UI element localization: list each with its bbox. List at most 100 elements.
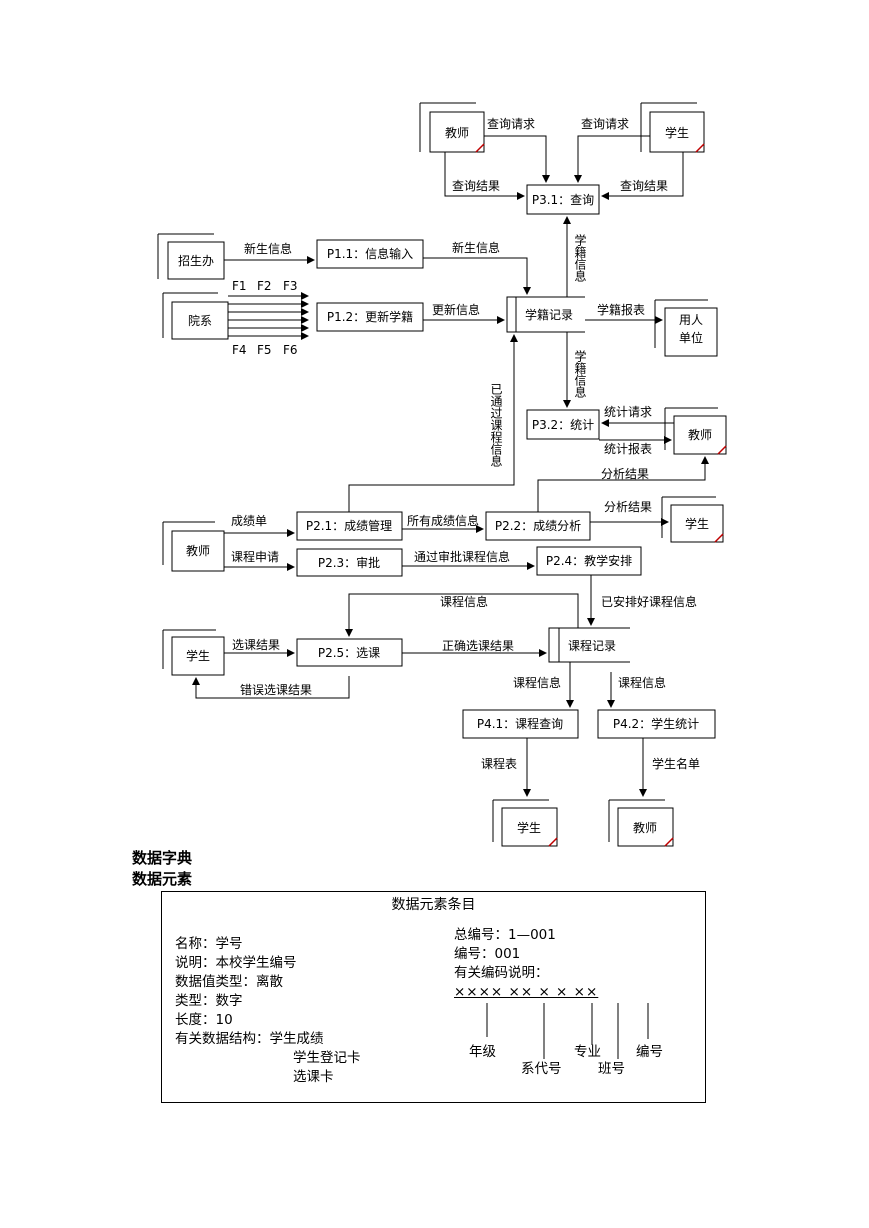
flow-label: 分析结果 — [604, 500, 652, 514]
entity-label: 学生 — [685, 516, 709, 531]
flow-query-request-teacher — [484, 135, 550, 183]
flow-label: 课程申请 — [231, 549, 279, 564]
process-label: P2.1：成绩管理 — [306, 518, 392, 533]
process-p4-1 — [462, 709, 579, 739]
f-label: F5 — [257, 343, 272, 357]
entity-label: 教师 — [688, 427, 712, 442]
flow-label: 查询结果 — [620, 179, 668, 193]
entity-label: 学生 — [186, 648, 210, 663]
entity-student-analysis — [661, 496, 724, 543]
code-pointer-lines — [486, 1003, 649, 1059]
entity-teacher-top — [419, 102, 485, 153]
process-label: P1.1：信息输入 — [327, 246, 413, 261]
flow-label: 新生信息 — [452, 240, 500, 255]
entry-related-structures: 有关数据结构：学生成绩 — [175, 1031, 324, 1047]
entry-type: 类型：数字 — [175, 993, 243, 1009]
flow-query-result-teacher — [444, 152, 525, 200]
process-label: P2.3：审批 — [318, 555, 380, 570]
flow-label: 更新信息 — [432, 302, 480, 317]
flow-label: 成绩单 — [231, 514, 267, 528]
entity-label: 教师 — [186, 543, 210, 558]
flow-label: 学籍报表 — [597, 302, 645, 317]
entity-employer — [654, 299, 718, 357]
process-label: P3.2：统计 — [532, 418, 594, 432]
flow-label: 正确选课结果 — [442, 639, 514, 653]
process-p3-2 — [526, 409, 600, 440]
entry-total-number: 总编号：1—001 — [454, 927, 556, 943]
process-p4-2 — [597, 709, 716, 739]
heading-data-dictionary: 数据字典 — [132, 849, 193, 867]
entry-code-pattern: ×××× ×× × × ×× — [454, 984, 599, 1000]
process-label: P1.2：更新学籍 — [327, 309, 413, 324]
flow-label: 课程表 — [481, 756, 517, 771]
process-label: P4.2：学生统计 — [613, 716, 699, 731]
code-part-dept-code: 系代号 — [521, 1061, 562, 1077]
flow-label: 已安排好课程信息 — [601, 594, 697, 609]
flow-label: 分析结果 — [601, 467, 649, 481]
entry-value-type: 数据值类型：离散 — [175, 974, 283, 990]
flow-label: 统计请求 — [604, 405, 652, 419]
f-label: F2 — [257, 279, 272, 293]
flow-wrong-selection — [192, 676, 350, 699]
flow-label: 查询请求 — [487, 117, 535, 131]
data-flow-diagram: 教师 学生 招生办 院系 用人 单位 教师 学生 教师 学生 学生 教师 P3.… — [157, 102, 727, 847]
entry-number: 编号：001 — [454, 946, 521, 962]
entry-related-item: 学生登记卡 — [293, 1050, 361, 1066]
code-part-grade: 年级 — [469, 1044, 496, 1060]
entity-student-bottom — [492, 799, 558, 847]
flow-course-info-back — [345, 593, 579, 637]
flow-label: 学生名单 — [652, 756, 700, 771]
flow-label: 课程信息 — [513, 675, 561, 690]
data-element-entry: 数据元素条目 名称：学号 说明：本校学生编号 数据值类型：离散 类型：数字 长度… — [161, 891, 706, 1103]
entity-student-select — [162, 629, 225, 676]
entry-description: 说明：本校学生编号 — [175, 955, 297, 971]
process-label: P3.1：查询 — [532, 193, 594, 207]
entry-related-item: 选课卡 — [293, 1069, 334, 1085]
process-p2-4 — [536, 546, 642, 576]
entity-label: 招生办 — [178, 253, 214, 268]
entity-department — [162, 292, 229, 340]
entry-length: 长度：10 — [175, 1012, 233, 1028]
flow-label: 统计报表 — [604, 441, 652, 456]
process-p1-2 — [316, 302, 424, 332]
process-label: P2.2：成绩分析 — [495, 519, 581, 533]
entity-teacher-grades — [162, 521, 225, 572]
flow-label: 新生信息 — [244, 241, 292, 256]
entity-label: 学生 — [665, 125, 689, 140]
store-label: 课程记录 — [568, 638, 616, 653]
process-p1-1 — [316, 239, 424, 269]
flow-label-vertical: 学籍信息 — [573, 233, 587, 282]
process-p3-1 — [526, 184, 600, 215]
flow-passed-course-info — [348, 334, 518, 512]
flow-label: 查询请求 — [581, 117, 629, 131]
store-course-records — [548, 627, 630, 663]
entity-label: 学生 — [517, 820, 541, 835]
flow-query-request-student — [574, 135, 650, 183]
store-student-records — [506, 296, 585, 333]
code-part-major: 专业 — [574, 1044, 601, 1060]
flow-label: 错误选课结果 — [240, 683, 312, 697]
process-p2-3 — [296, 548, 403, 577]
flow-label: 课程信息 — [440, 594, 488, 609]
entity-label-line-1: 用人 — [679, 313, 703, 327]
code-part-class-no: 班号 — [598, 1061, 625, 1077]
flow-label: 通过审批课程信息 — [414, 549, 510, 564]
entity-label-line-2: 单位 — [679, 330, 703, 345]
flow-label-vertical: 已通过课程信息 — [489, 383, 503, 467]
entity-label: 院系 — [188, 314, 212, 328]
flow-analysis-result-1 — [537, 456, 709, 512]
flow-label: 课程信息 — [618, 675, 666, 690]
entity-label: 教师 — [633, 820, 657, 835]
flow-department-bundle — [228, 292, 309, 340]
process-label: P4.1：课程查询 — [477, 716, 563, 731]
store-label: 学籍记录 — [525, 307, 573, 322]
f-label: F1 — [232, 279, 247, 293]
entity-student-top — [640, 102, 705, 153]
f-label: F3 — [283, 279, 298, 293]
entry-name: 名称：学号 — [175, 936, 243, 952]
f-label: F4 — [232, 343, 247, 357]
process-label: P2.5：选课 — [318, 646, 380, 660]
f-label: F6 — [283, 343, 298, 357]
flow-new-student-info-2 — [423, 257, 531, 295]
